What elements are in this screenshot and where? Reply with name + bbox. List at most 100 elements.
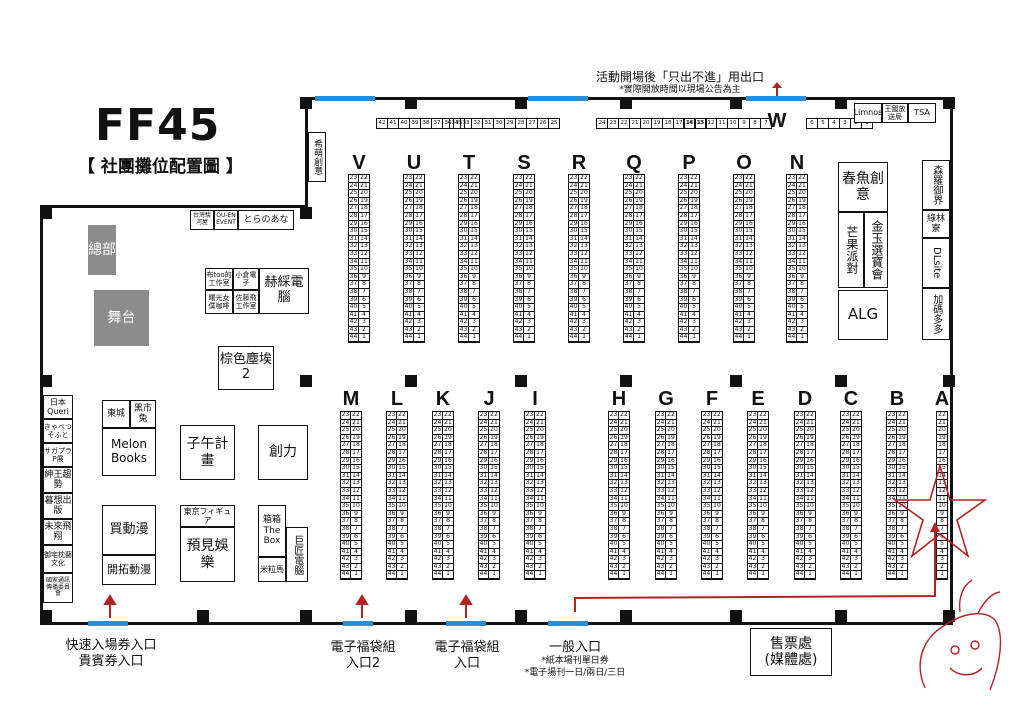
booth-number: 4	[443, 549, 453, 557]
booth-number: 31	[734, 235, 744, 244]
booth-number: 5	[897, 541, 907, 549]
booth-number: 38	[887, 525, 897, 534]
booth-number: 23	[349, 175, 359, 183]
booth-number: 4	[805, 549, 815, 557]
pillar	[835, 610, 847, 622]
booth-number: 28	[841, 449, 851, 458]
booth-number: 29	[787, 220, 797, 229]
booth-number: 44	[404, 334, 414, 343]
booth-number: 41	[459, 311, 469, 320]
booth-number: 14	[797, 235, 807, 244]
booth-number: 39	[679, 296, 689, 305]
booth-number: 39	[404, 296, 414, 305]
booth-number: 1	[712, 571, 722, 580]
row-label: U	[406, 152, 422, 174]
booth-number: 25	[404, 190, 414, 198]
booth-number: 17	[535, 449, 545, 458]
pillar	[515, 610, 527, 622]
booth-number: 39	[341, 533, 351, 542]
booth-number: 19	[489, 434, 499, 443]
booth-number: 6	[797, 297, 807, 305]
booth-number: 42	[525, 556, 535, 564]
booth-number: 43	[787, 326, 797, 335]
booth-number: 43	[404, 326, 414, 335]
booth-number: 11	[524, 258, 534, 267]
booth-number: 9	[351, 511, 361, 519]
row-label: O	[736, 152, 752, 174]
booth-number: 23	[787, 175, 797, 183]
booth-number: 21	[489, 419, 499, 428]
booth-number: 9	[897, 511, 907, 519]
booth-number: 33	[514, 250, 524, 259]
booth-number: 2	[797, 327, 807, 335]
booth-number: 38	[479, 525, 489, 534]
booth-number: 36	[702, 510, 712, 519]
booth-number: 30	[525, 465, 535, 473]
booth-number: 22	[937, 412, 947, 420]
booth-number: 21	[758, 419, 768, 428]
booth-number: 13	[897, 480, 907, 488]
booth-number: 19	[443, 434, 453, 443]
booth-number: 42	[459, 319, 469, 327]
booth-dlsite: DLsite	[922, 238, 950, 288]
booth-number: 4	[351, 549, 361, 557]
booth-number: 33	[702, 487, 712, 496]
booth-number: 30	[702, 465, 712, 473]
row-label: F	[705, 388, 719, 410]
w-booth-number: 20	[641, 119, 652, 128]
booth-number: 10	[937, 503, 947, 511]
booth-number: 18	[634, 205, 644, 213]
pillar	[835, 375, 847, 387]
booth-number: 1	[851, 571, 861, 580]
booth-number: 28	[387, 449, 397, 458]
booth-number: 44	[525, 571, 535, 580]
booth-number: 36	[841, 510, 851, 519]
w-booth-number: 32	[472, 119, 483, 128]
booth-number: 5	[443, 541, 453, 549]
booth-number: 3	[524, 319, 534, 327]
booth-number: 22	[524, 175, 534, 183]
booth-sagapura: サガプラP展	[43, 443, 73, 467]
booth-number: 12	[619, 487, 629, 496]
booth-number: 41	[433, 548, 443, 557]
booth-number: 15	[851, 465, 861, 473]
booth-number: 43	[679, 326, 689, 335]
booth-number: 9	[758, 511, 768, 519]
booth-number: 14	[579, 235, 589, 244]
booth-number: 32	[514, 243, 524, 251]
booth-number: 29	[624, 220, 634, 229]
booth-number: 17	[619, 449, 629, 458]
booth-number: 34	[624, 258, 634, 267]
booth-number: 19	[666, 434, 676, 443]
booth-number: 10	[797, 266, 807, 274]
booth-number: 14	[397, 472, 407, 481]
booth-number: 37	[702, 518, 712, 526]
booth-number: 13	[744, 243, 754, 251]
booth-number: 19	[712, 434, 722, 443]
booth-number: 40	[624, 304, 634, 312]
booth-number: 8	[797, 281, 807, 289]
booth-number: 23	[748, 412, 758, 420]
booth-number: 33	[887, 487, 897, 496]
booth-number: 14	[489, 472, 499, 481]
booth-number: 6	[414, 297, 424, 305]
booth-number: 3	[689, 319, 699, 327]
booth-number: 24	[349, 182, 359, 191]
booth-number: 17	[897, 449, 907, 458]
booth-number: 27	[341, 442, 351, 450]
booth-number: 41	[349, 311, 359, 320]
booth-number: 10	[689, 266, 699, 274]
booth-number: 15	[359, 228, 369, 236]
booth-number: 42	[514, 319, 524, 327]
booth-number: 6	[689, 297, 699, 305]
booth-number: 20	[443, 427, 453, 435]
booth-number: 8	[758, 518, 768, 526]
booth-number: 31	[679, 235, 689, 244]
booth-number: 8	[443, 518, 453, 526]
